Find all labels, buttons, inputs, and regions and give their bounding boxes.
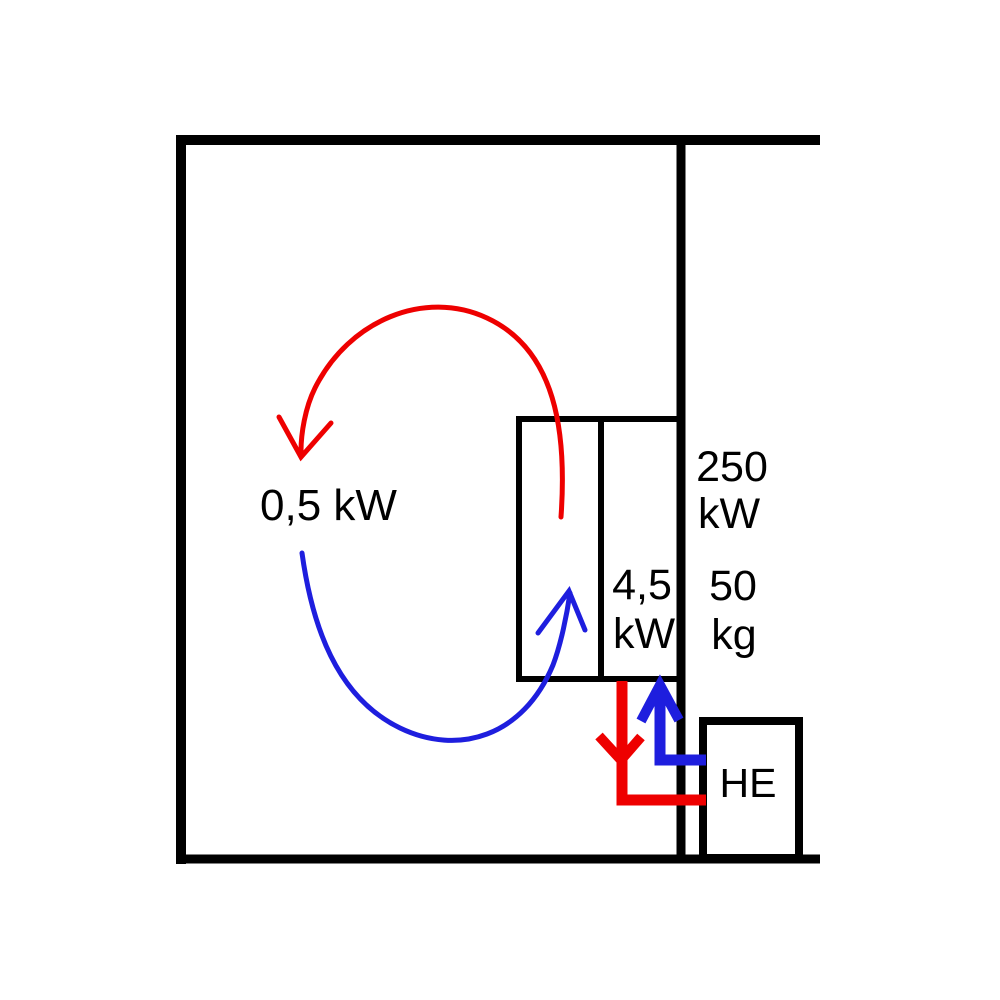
cold-air-arrowhead	[535, 585, 588, 636]
source-mass-unit: kg	[711, 611, 756, 659]
source-power-unit: kW	[698, 490, 761, 538]
room-power-label: 0,5 kW	[260, 481, 397, 530]
warm-air-arc	[298, 304, 565, 520]
cold-pipe-arrowhead	[636, 674, 684, 724]
source-mass-value: 50	[709, 562, 757, 610]
warm-pipe-arrowhead	[595, 732, 645, 768]
cold-pipe	[654, 687, 706, 766]
unit-power-unit: kW	[613, 610, 676, 658]
heat-exchanger-label: HE	[720, 760, 777, 806]
unit-power-value: 4,5	[612, 561, 672, 609]
cold-air-arc	[299, 550, 573, 743]
source-power-value: 250	[696, 443, 768, 491]
warm-air-arrowhead	[276, 414, 334, 462]
warm-pipe	[616, 681, 706, 806]
